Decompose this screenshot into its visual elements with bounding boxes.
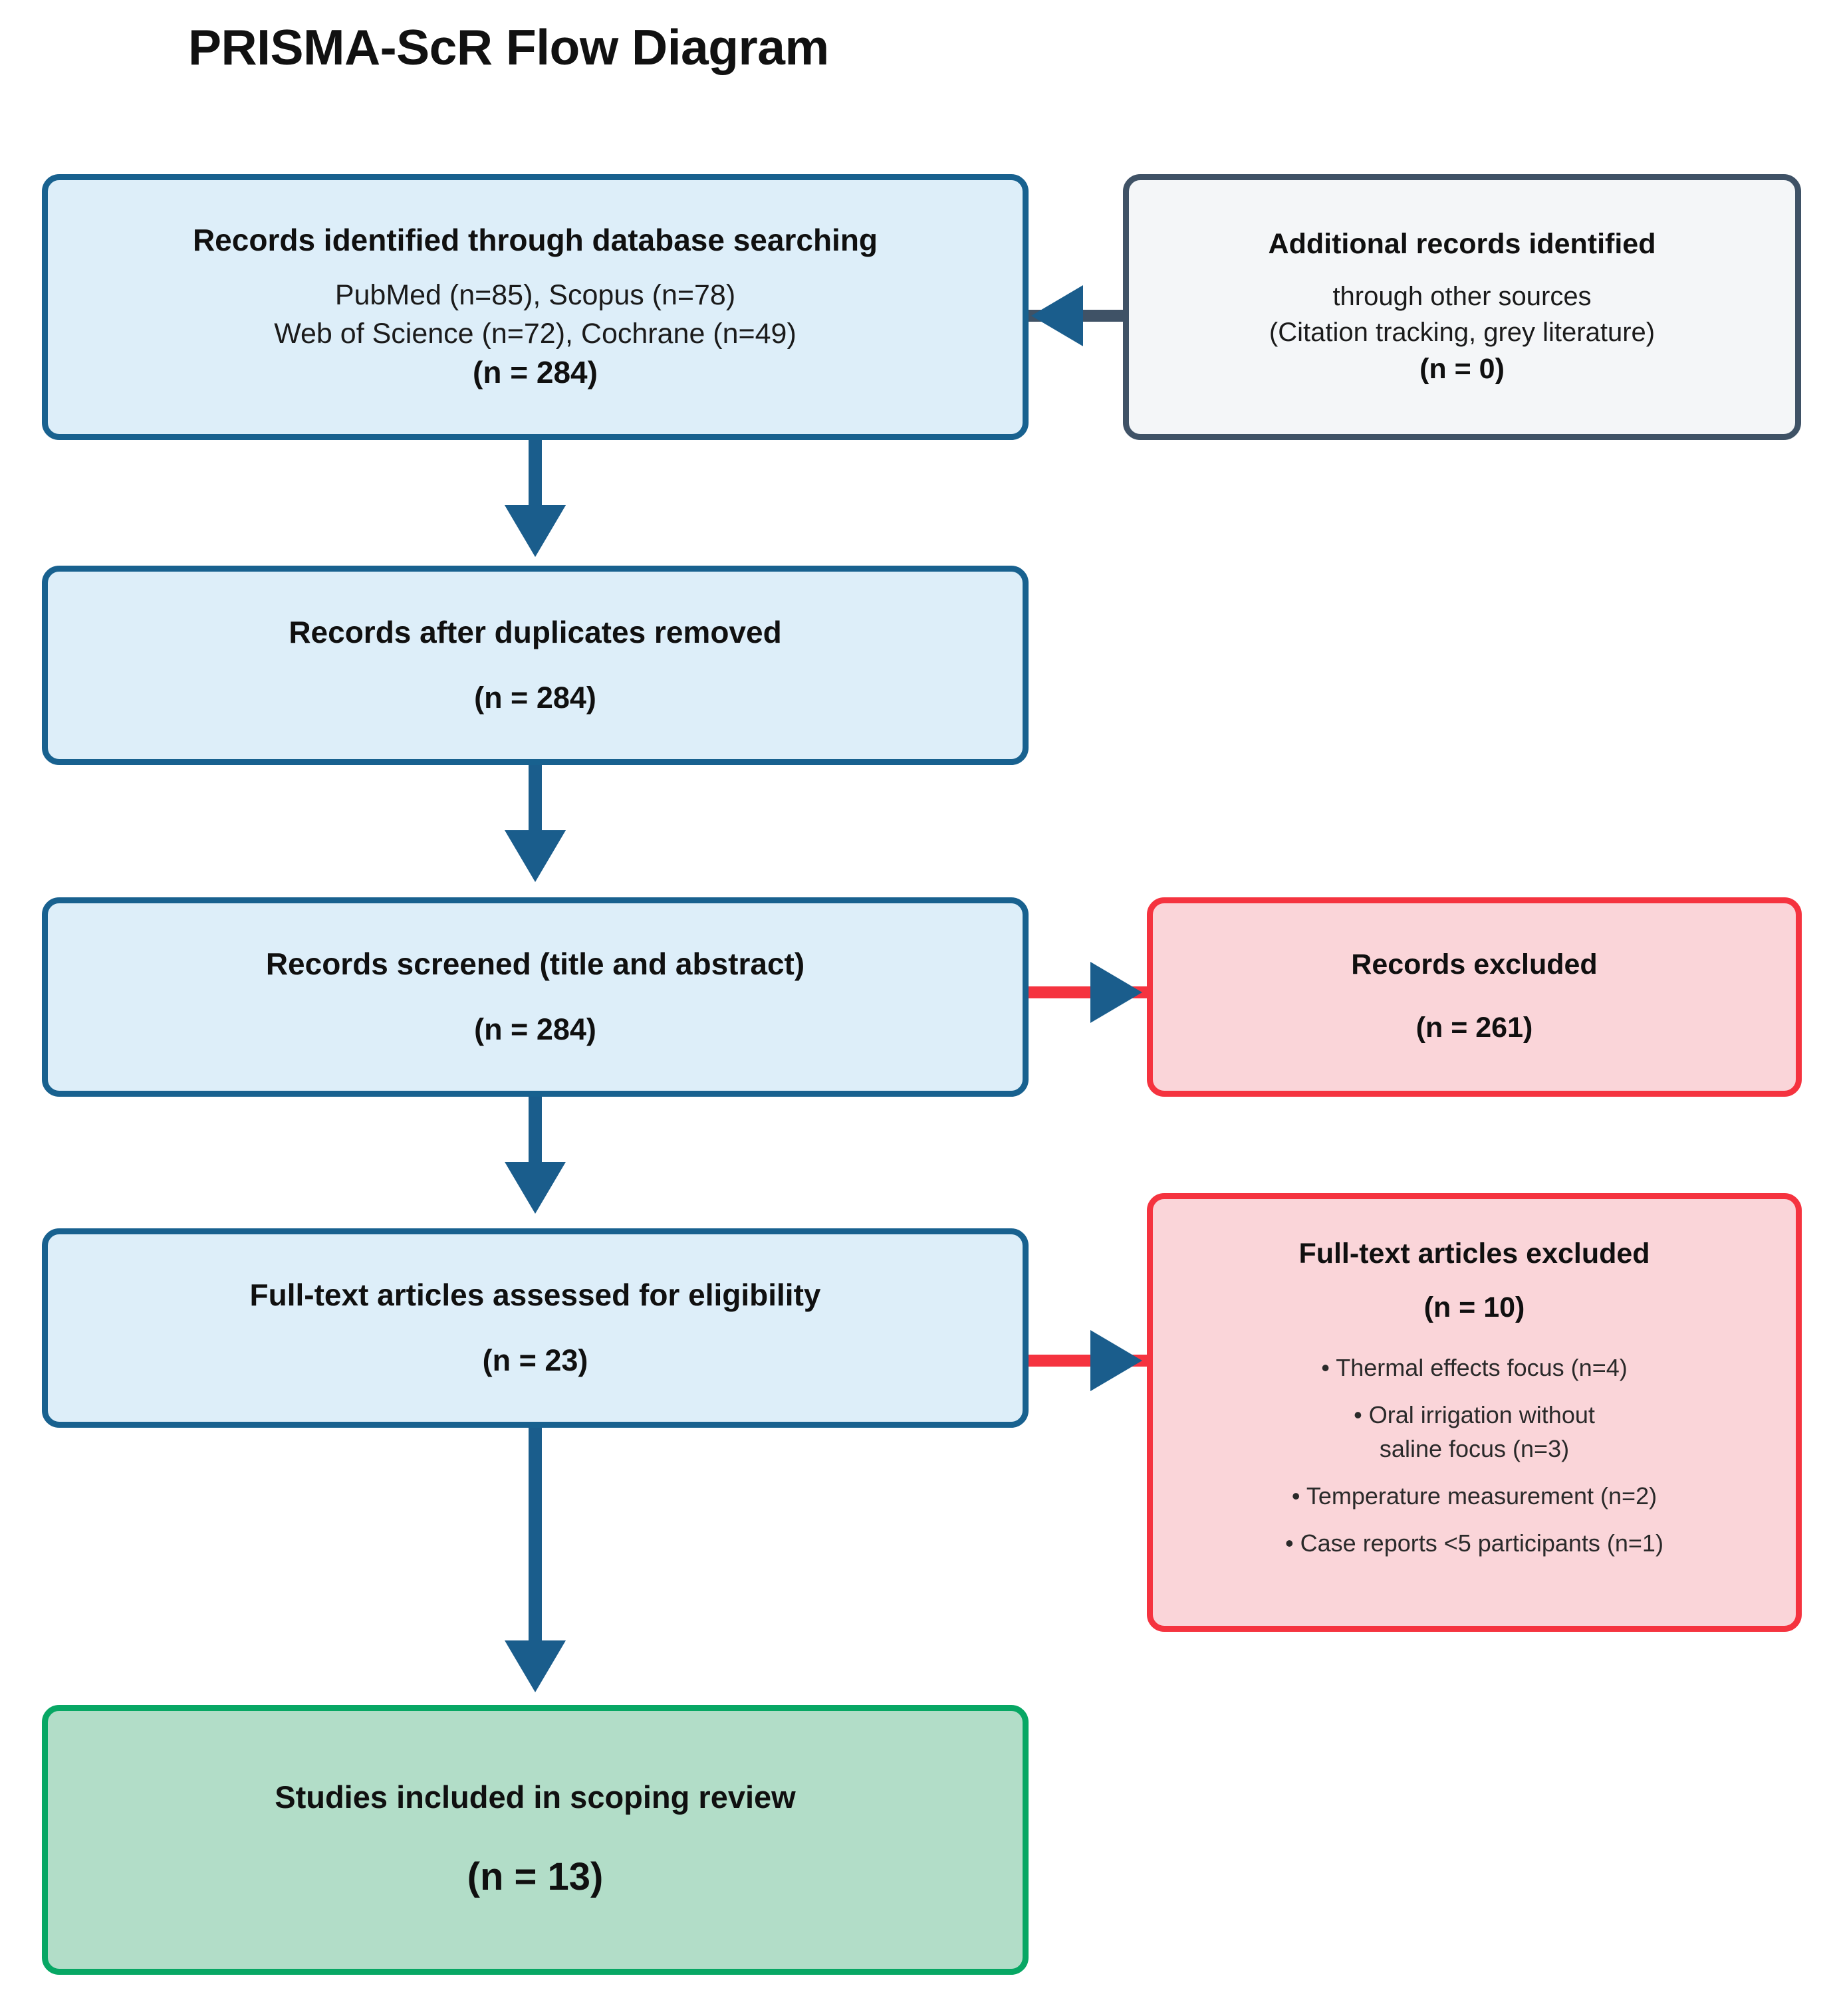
list-item: • Thermal effects focus (n=4) bbox=[1321, 1353, 1628, 1381]
node-subline-2: Web of Science (n=72), Cochrane (n=49) bbox=[274, 317, 797, 350]
node-count: (n = 23) bbox=[482, 1343, 588, 1377]
list-item: • Case reports <5 participants (n=1) bbox=[1285, 1529, 1663, 1557]
list-item: • Temperature measurement (n=2) bbox=[1291, 1482, 1657, 1510]
connector-screened-to-fulltext bbox=[529, 1097, 542, 1175]
node-title: Records screened (title and abstract) bbox=[265, 947, 805, 981]
list-item: • Oral irrigation without saline focus (… bbox=[1354, 1400, 1595, 1462]
node-title: Studies included in scoping review bbox=[275, 1779, 796, 1815]
node-fulltext-assessed: Full-text articles assessed for eligibil… bbox=[42, 1228, 1029, 1428]
connector-duplicates-to-screened bbox=[529, 765, 542, 843]
connector-fulltext-to-included bbox=[529, 1428, 542, 1654]
node-fulltext-excluded: Full-text articles excluded (n = 10) • T… bbox=[1147, 1193, 1802, 1632]
node-studies-included: Studies included in scoping review (n = … bbox=[42, 1705, 1029, 1975]
arrow-down-icon bbox=[505, 830, 566, 882]
node-title: Full-text articles excluded bbox=[1298, 1238, 1650, 1270]
node-subline-1: PubMed (n=85), Scopus (n=78) bbox=[334, 279, 736, 312]
node-count: (n = 261) bbox=[1415, 1011, 1533, 1044]
arrow-right-icon bbox=[1090, 962, 1142, 1023]
arrow-down-icon bbox=[505, 1162, 566, 1214]
node-title: Additional records identified bbox=[1268, 227, 1656, 260]
node-count: (n = 284) bbox=[474, 1012, 596, 1046]
node-additional-records: Additional records identified through ot… bbox=[1123, 174, 1801, 440]
arrow-down-icon bbox=[505, 505, 566, 557]
node-title: Records excluded bbox=[1351, 949, 1598, 981]
node-subline-1: through other sources bbox=[1332, 282, 1592, 312]
node-count: (n = 13) bbox=[467, 1854, 604, 1898]
arrow-down-icon bbox=[505, 1640, 566, 1692]
arrow-right-icon bbox=[1090, 1330, 1142, 1391]
exclusion-reason-list: • Thermal effects focus (n=4) • Oral irr… bbox=[1175, 1351, 1773, 1561]
node-records-identified: Records identified through database sear… bbox=[42, 174, 1029, 440]
node-subline-2: (Citation tracking, grey literature) bbox=[1269, 317, 1655, 347]
connector-identified-to-duplicates bbox=[529, 440, 542, 518]
page-title: PRISMA-ScR Flow Diagram bbox=[188, 19, 829, 75]
arrow-left-icon bbox=[1031, 285, 1083, 346]
node-count: (n = 284) bbox=[474, 680, 596, 715]
node-count: (n = 0) bbox=[1419, 352, 1505, 385]
node-title: Records identified through database sear… bbox=[192, 222, 878, 257]
node-records-excluded: Records excluded (n = 261) bbox=[1147, 897, 1802, 1097]
node-records-screened: Records screened (title and abstract) (n… bbox=[42, 897, 1029, 1097]
node-title: Full-text articles assessed for eligibil… bbox=[249, 1278, 821, 1312]
node-count: (n = 284) bbox=[473, 355, 598, 390]
node-records-after-duplicates: Records after duplicates removed (n = 28… bbox=[42, 566, 1029, 765]
node-count: (n = 10) bbox=[1423, 1291, 1525, 1323]
node-title: Records after duplicates removed bbox=[289, 615, 782, 649]
